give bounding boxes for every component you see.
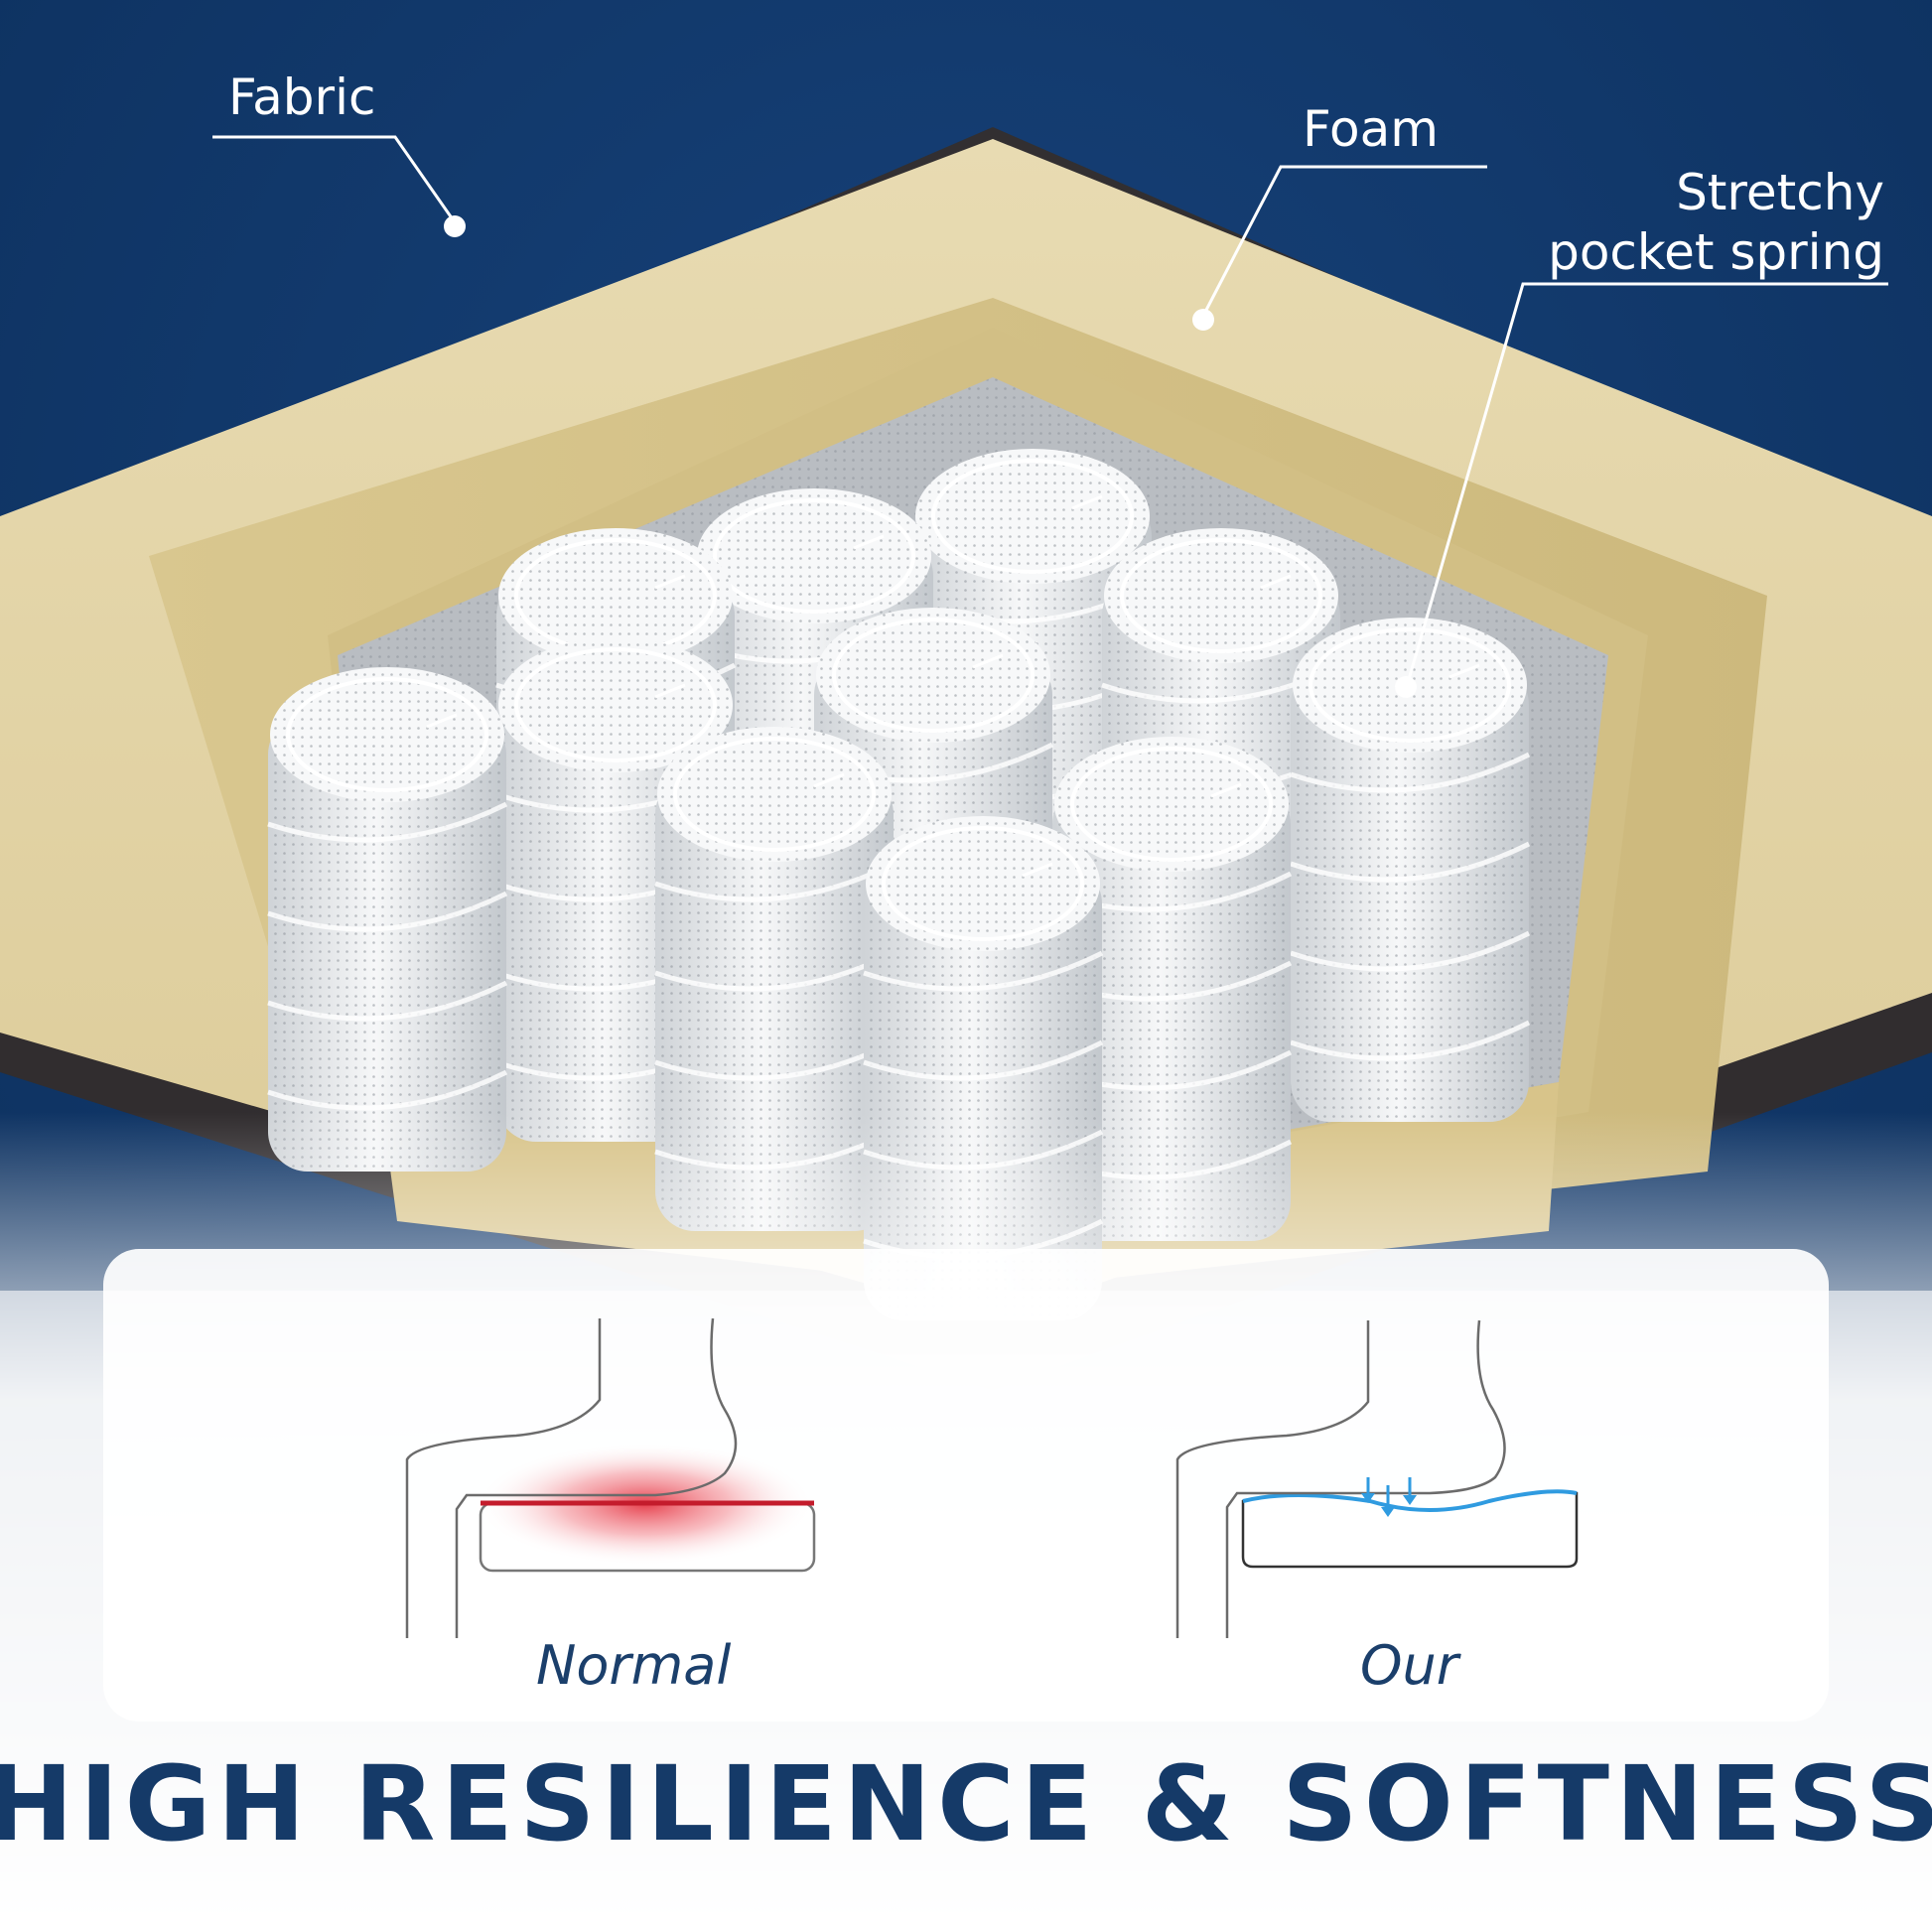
normal-label: Normal [536, 1634, 732, 1697]
fabric-label: Fabric [228, 69, 376, 126]
pocket-spring-label-line2: pocket spring [1548, 223, 1884, 281]
pocket-spring-label: Stretchy pocket spring [1548, 163, 1884, 282]
pressure-relief-arrows [1361, 1477, 1417, 1517]
headline: HIGH RESILIENCE & SOFTNESS [0, 1743, 1932, 1864]
pocket-spring-label-line1: Stretchy [1676, 164, 1884, 221]
normal-seating-diagram [405, 1317, 816, 1638]
callout-leaders [212, 135, 1888, 698]
foam-label: Foam [1303, 100, 1439, 158]
comparison-card [103, 1249, 1829, 1722]
our-seating-diagram [1175, 1319, 1579, 1638]
our-label: Our [1360, 1634, 1458, 1697]
